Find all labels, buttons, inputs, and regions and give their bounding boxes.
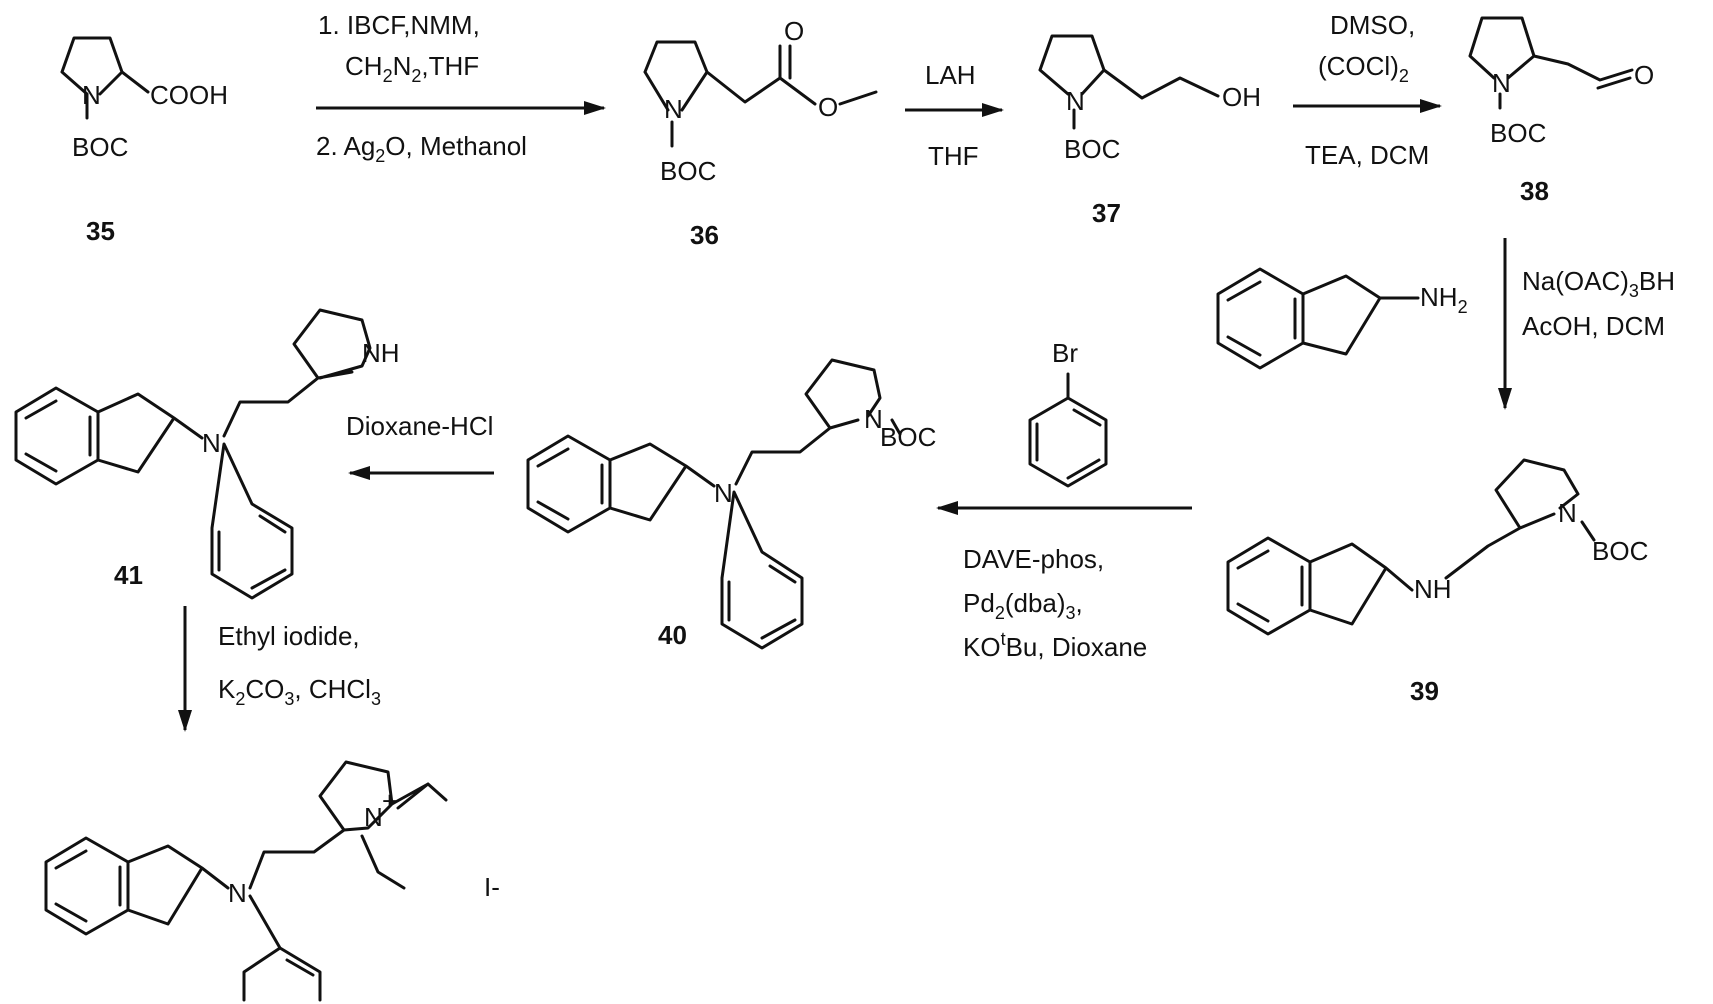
compound-37-boc-label: BOC <box>1064 134 1120 164</box>
compound-41-structure <box>16 310 370 598</box>
compound-35-structure <box>62 38 148 118</box>
compound-38-boc-label: BOC <box>1490 118 1546 148</box>
bromobenzene-br-label: Br <box>1052 338 1078 368</box>
step-2-reagent-top: LAH <box>925 60 976 90</box>
step-6: Dioxane-HCl <box>346 411 494 473</box>
compound-36-number: 36 <box>690 220 719 250</box>
compound-38-n-label: N <box>1492 68 1511 98</box>
compound-40: N N BOC 40 <box>528 360 936 650</box>
step-4-reagent-line-2: AcOH, DCM <box>1522 311 1665 341</box>
compound-36-boc-label: BOC <box>660 156 716 186</box>
compound-39-boc-label: BOC <box>1592 536 1648 566</box>
compound-36-n-label: N <box>664 94 683 124</box>
compound-36-carbonyl-o: O <box>784 16 804 46</box>
compound-35-acid-label: COOH <box>150 80 228 110</box>
final-product-counterion: I- <box>484 872 500 902</box>
step-3-reagent-bottom: TEA, DCM <box>1305 140 1429 170</box>
compound-40-boc-label: BOC <box>880 422 936 452</box>
step-1-reagent-line-1: 1. IBCF,NMM, <box>318 10 480 40</box>
compound-35-boc-label: BOC <box>72 132 128 162</box>
step-2-reagent-bottom: THF <box>928 141 979 171</box>
step-7-reagent-line-1: Ethyl iodide, <box>218 621 360 651</box>
compound-35-n-label: N <box>82 80 101 110</box>
final-product-quaternary-n: N <box>364 802 383 832</box>
compound-41-number: 41 <box>114 560 143 590</box>
compound-38-o-label: O <box>1634 60 1654 90</box>
step-5-reagent-line-2: Pd2(dba)3, <box>963 588 1083 623</box>
compound-final-ammonium-iodide: N N + I- <box>46 762 500 1000</box>
step-5-reagent-line-1: DAVE-phos, <box>963 544 1104 574</box>
compound-39: NH N BOC 39 <box>1228 460 1648 706</box>
bromobenzene-structure <box>1030 374 1106 486</box>
step-7: Ethyl iodide, K2CO3, CHCl3 <box>185 606 381 730</box>
step-7-reagent-line-2: K2CO3, CHCl3 <box>218 674 381 709</box>
step-1-reagent-line-2: CH2N2,THF <box>345 51 479 86</box>
compound-37-n-label: N <box>1066 86 1085 116</box>
compound-41-amine-n: N <box>202 428 221 458</box>
compound-39-n-label: N <box>1558 498 1577 528</box>
final-product-positive-charge: + <box>382 786 397 816</box>
compound-35: N COOH BOC 35 <box>62 38 228 246</box>
compound-38: N O BOC 38 <box>1470 18 1654 206</box>
aminoindane-nh2-label: NH2 <box>1420 282 1468 317</box>
compound-39-nh-label: NH <box>1414 574 1452 604</box>
compound-39-structure <box>1228 460 1594 634</box>
compound-37-oh-label: OH <box>1222 82 1261 112</box>
compound-41-nh-label: NH <box>362 338 400 368</box>
compound-36-ester-o: O <box>818 92 838 122</box>
compound-40-number: 40 <box>658 620 687 650</box>
reagent-bromobenzene: Br <box>1030 338 1106 486</box>
compound-36: N O O BOC 36 <box>645 16 876 250</box>
final-product-amine-n: N <box>228 878 247 908</box>
compound-37: N OH BOC 37 <box>1040 36 1261 228</box>
aminoindane-structure <box>1218 269 1418 368</box>
step-1: 1. IBCF,NMM, CH2N2,THF 2. Ag2O, Methanol <box>316 10 604 166</box>
step-4-reagent-line-1: Na(OAC)3BH <box>1522 266 1675 301</box>
step-3: DMSO, (COCl)2 TEA, DCM <box>1293 10 1440 170</box>
step-3-reagent-top-1: DMSO, <box>1330 10 1415 40</box>
step-1-reagent-line-3: 2. Ag2O, Methanol <box>316 131 527 166</box>
reagent-2-aminoindane: NH2 <box>1218 269 1468 368</box>
step-3-reagent-top-2: (COCl)2 <box>1318 51 1409 86</box>
compound-40-amine-n: N <box>714 478 733 508</box>
compound-41: N NH 41 <box>16 310 400 598</box>
step-5-reagent-line-3: KOtBu, Dioxane <box>963 629 1147 662</box>
compound-38-number: 38 <box>1520 176 1549 206</box>
compound-35-number: 35 <box>86 216 115 246</box>
compound-37-number: 37 <box>1092 198 1121 228</box>
step-2: LAH THF <box>905 60 1002 171</box>
step-5: DAVE-phos, Pd2(dba)3, KOtBu, Dioxane <box>938 508 1192 662</box>
compound-39-number: 39 <box>1410 676 1439 706</box>
step-6-reagent: Dioxane-HCl <box>346 411 493 441</box>
step-4: Na(OAC)3BH AcOH, DCM <box>1505 238 1675 408</box>
